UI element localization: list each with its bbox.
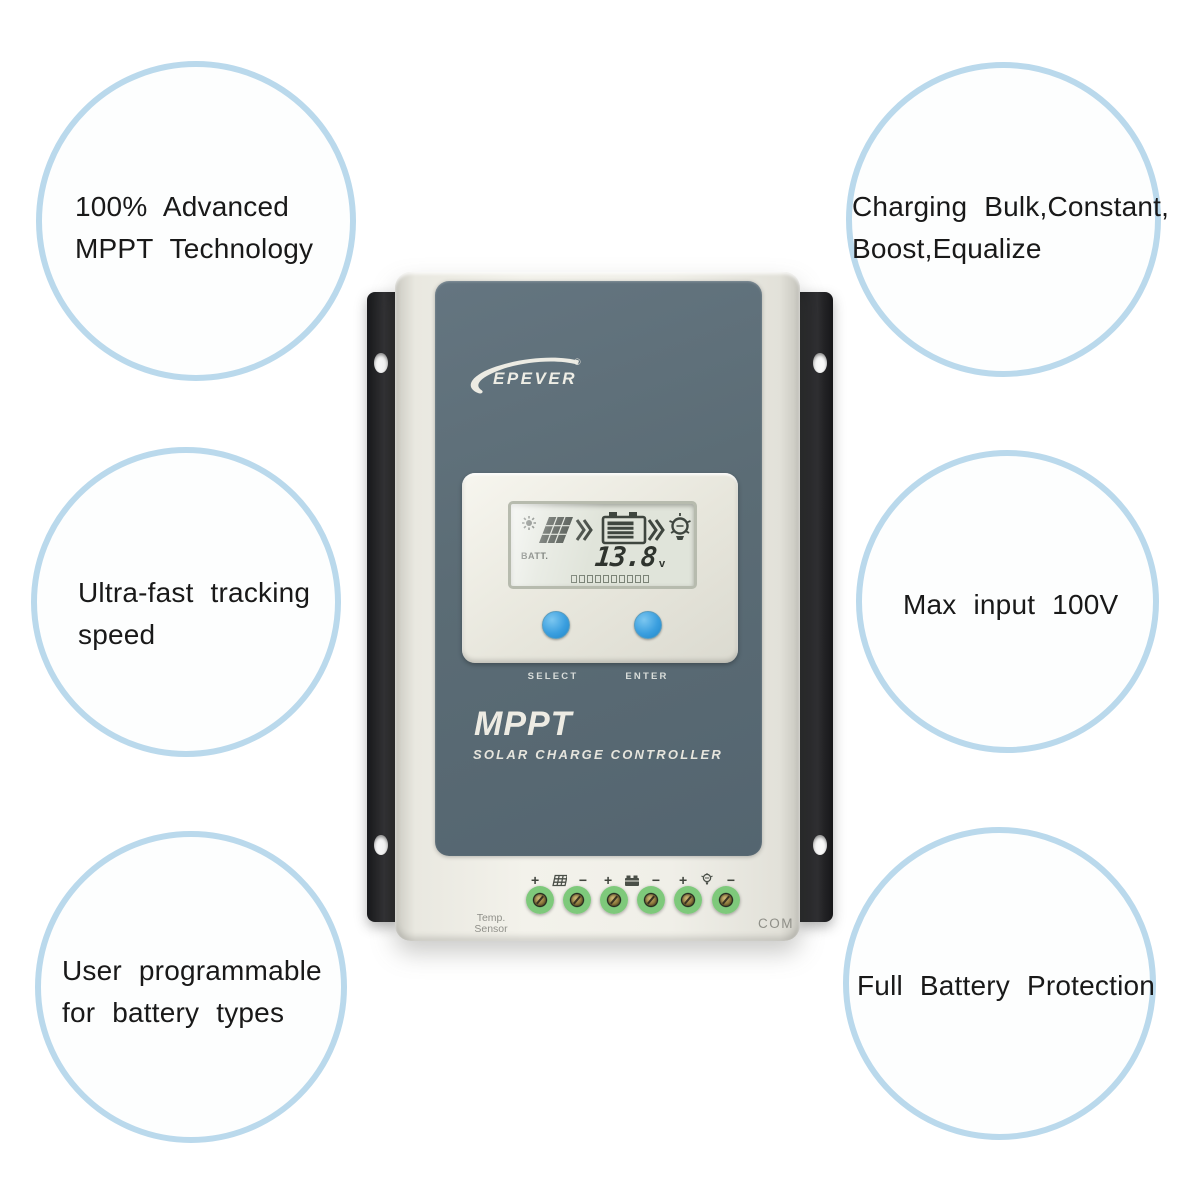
mounting-hole-icon — [374, 835, 388, 855]
temp-sensor-port-label: Temp. Sensor — [474, 912, 508, 935]
plus-sign: + — [679, 872, 688, 888]
mounting-bracket-left — [367, 292, 398, 922]
feature-line: Full Battery Protection — [857, 970, 1156, 1001]
plus-sign: + — [604, 872, 613, 888]
brand-name: EPEVER — [493, 369, 577, 388]
feature-line: Charging Bulk,Constant, — [852, 191, 1170, 222]
mounting-hole-icon — [813, 353, 827, 373]
feature-text-charging-stages: Charging Bulk,Constant, Boost,Equalize — [852, 186, 1169, 270]
pv-terminal-labels: + − — [531, 872, 587, 888]
feature-text-battery-protection: Full Battery Protection — [857, 965, 1155, 1007]
feature-bubble-middle-right — [856, 450, 1159, 753]
feature-line: User programmable — [62, 955, 322, 986]
mounting-hole-icon — [813, 835, 827, 855]
terminal-load-negative — [712, 886, 740, 914]
feature-line: speed — [78, 619, 156, 650]
feature-bubble-bottom-right — [843, 827, 1156, 1140]
logo-swoosh-icon — [470, 357, 579, 394]
solar-charge-controller: EPEVER ® — [367, 272, 834, 942]
feature-bubble-middle-left — [31, 447, 341, 757]
solar-panel-icon — [551, 874, 567, 886]
terminal-pv-negative — [563, 886, 591, 914]
plus-sign: + — [531, 872, 540, 888]
battery-icon — [625, 875, 639, 886]
minus-sign: − — [578, 872, 587, 888]
minus-sign: − — [651, 872, 660, 888]
terminal-battery-positive — [600, 886, 628, 914]
lcd-screen: BATT. 13.8 v — [508, 501, 697, 589]
front-panel: EPEVER ® — [435, 281, 762, 856]
product-subtitle: SOLAR CHARGE CONTROLLER — [473, 747, 723, 762]
com-port-label: COM — [758, 916, 794, 931]
screw-icon — [534, 894, 546, 906]
feature-bubble-top-left — [36, 61, 356, 381]
display-module: BATT. 13.8 v — [462, 473, 738, 663]
product-title: MPPT — [474, 705, 573, 743]
screw-icon — [645, 894, 657, 906]
feature-line: 100% Advanced — [75, 191, 289, 222]
minus-sign: − — [726, 872, 735, 888]
select-button-label: SELECT — [527, 671, 579, 682]
enter-button-label: ENTER — [625, 671, 669, 682]
screw-icon — [720, 894, 732, 906]
mounting-hole-icon — [374, 353, 388, 373]
terminal-load-positive — [674, 886, 702, 914]
feature-line: Ultra-fast tracking — [78, 577, 311, 608]
screw-icon — [571, 894, 583, 906]
feature-bubble-bottom-left — [35, 831, 347, 1143]
feature-line: Max input 100V — [903, 589, 1119, 620]
battery-terminal-labels: + − — [604, 872, 660, 888]
terminal-battery-negative — [637, 886, 665, 914]
feature-text-advanced-mppt: 100% Advanced MPPT Technology — [75, 186, 313, 270]
feature-text-tracking-speed: Ultra-fast tracking speed — [78, 572, 310, 656]
feature-text-programmable: User programmable for battery types — [62, 950, 322, 1034]
feature-bubble-top-right — [846, 62, 1161, 377]
screen-glare — [511, 504, 694, 586]
screw-icon — [682, 894, 694, 906]
registered-trademark-icon: ® — [574, 357, 581, 367]
enter-button — [634, 611, 662, 639]
mounting-bracket-right — [798, 292, 833, 922]
feature-line: MPPT Technology — [75, 233, 314, 264]
terminal-pv-positive — [526, 886, 554, 914]
brand-logo: EPEVER ® — [462, 352, 592, 398]
controller-body: EPEVER ® — [395, 272, 800, 941]
load-lamp-icon — [701, 872, 713, 884]
feature-line: Boost,Equalize — [852, 233, 1042, 264]
load-terminal-labels: + − — [679, 872, 735, 888]
screw-icon — [608, 894, 620, 906]
select-button — [542, 611, 570, 639]
feature-line: for battery types — [62, 997, 285, 1028]
feature-text-max-input: Max input 100V — [903, 584, 1118, 626]
